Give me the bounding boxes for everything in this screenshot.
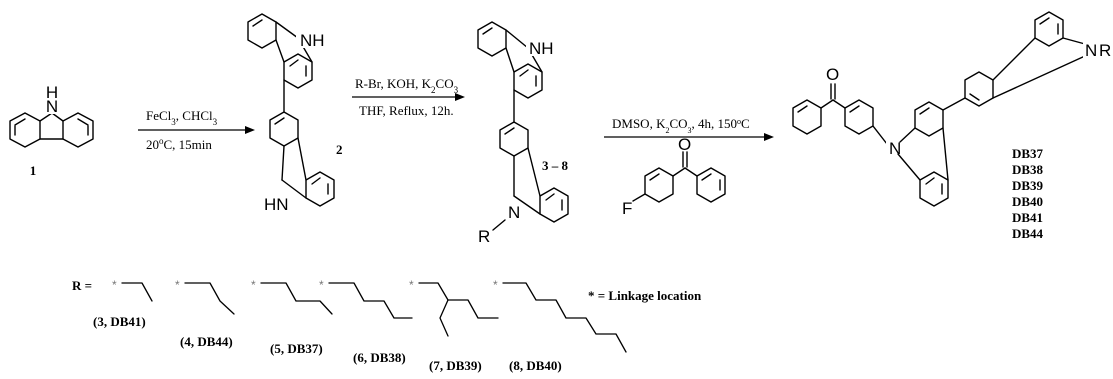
linkage-star: *: [251, 278, 256, 292]
product-n1-atom: N: [889, 139, 901, 158]
product-id: DB38: [1012, 162, 1044, 177]
r-group-label: R: [478, 227, 490, 246]
linkage-location-note: * = Linkage location: [588, 288, 702, 303]
chain-label-6: (6, DB38): [353, 350, 406, 365]
dimer-bottom-nh: HN: [264, 195, 289, 214]
compound-3-8-label: 3 – 8: [542, 158, 569, 173]
alkylated-bicarbazole-structure: NH N R 3 – 8: [477, 21, 569, 246]
dimer-top-nh: NH: [300, 31, 325, 50]
chain-hexyl: [328, 282, 413, 319]
product-id: DB41: [1012, 210, 1043, 225]
step1-reagents: FeCl3, CHCl3: [146, 108, 218, 127]
carbazole-structure: N H 1: [9, 83, 94, 178]
chain-ethylhexyl-branch: [439, 299, 449, 337]
linkage-star: *: [112, 278, 117, 292]
chain-ethyl: [121, 282, 153, 302]
chain-ethylhexyl: [418, 282, 499, 319]
step2-conditions: THF, Reflux, 12h.: [359, 103, 454, 118]
reaction-arrow-1: FeCl3, CHCl3 20oC, 15min: [138, 108, 255, 152]
linkage-star: *: [409, 278, 414, 292]
chain-butyl: [184, 282, 235, 315]
product-id: DB44: [1012, 226, 1044, 241]
r-equals-label: R =: [72, 278, 92, 293]
product-id-list: DB37 DB38 DB39 DB40 DB41 DB44: [1012, 146, 1044, 241]
product-id: DB37: [1012, 146, 1044, 161]
product-n2-atom: N: [1085, 41, 1097, 60]
step1-conditions: 20oC, 15min: [146, 136, 212, 152]
chain-label-4: (4, DB44): [180, 334, 233, 349]
carbazole-n-atom: N: [46, 97, 58, 116]
alkylated-n: N: [508, 203, 520, 222]
chain-label-3: (3, DB41): [93, 314, 146, 329]
reagent-o-atom: O: [678, 135, 691, 154]
step2-reagents: R-Br, KOH, K2CO3: [355, 76, 459, 95]
carbazole-h-atom: H: [46, 83, 58, 102]
linkage-star: *: [493, 278, 498, 292]
chain-label-5: (5, DB37): [270, 341, 323, 356]
chain-label-7: (7, DB39): [429, 358, 482, 373]
compound-2-label: 2: [336, 142, 343, 157]
chain-label-8: (8, DB40): [509, 358, 562, 373]
chain-octyl: [502, 282, 627, 353]
product-id: DB40: [1012, 194, 1043, 209]
reagent-f-atom: F: [622, 199, 632, 218]
product-id: DB39: [1012, 178, 1044, 193]
reaction-arrow-2: R-Br, KOH, K2CO3 THF, Reflux, 12h.: [352, 76, 465, 118]
reaction-arrow-3: DMSO, K2CO3, 4h, 150oC: [604, 116, 774, 141]
fluorobenzophenone-structure: O F: [622, 135, 726, 218]
linkage-star: *: [175, 278, 180, 292]
product-o-atom: O: [826, 65, 839, 84]
product-r-atom: R: [1099, 41, 1111, 60]
product-structure: O N N R DB37 DB38 DB39 DB40 DB41: [792, 11, 1111, 241]
compound-1-label: 1: [30, 163, 37, 178]
alkylated-nh: NH: [529, 39, 554, 58]
chain-pentyl: [260, 282, 333, 315]
step3-conditions: DMSO, K2CO3, 4h, 150oC: [612, 116, 750, 135]
linkage-star: *: [319, 278, 324, 292]
r-group-legend: R = * (3, DB41) * (4, DB44) * (5, DB37) …: [72, 278, 702, 373]
bicarbazole-structure: NH HN 2: [247, 13, 343, 214]
